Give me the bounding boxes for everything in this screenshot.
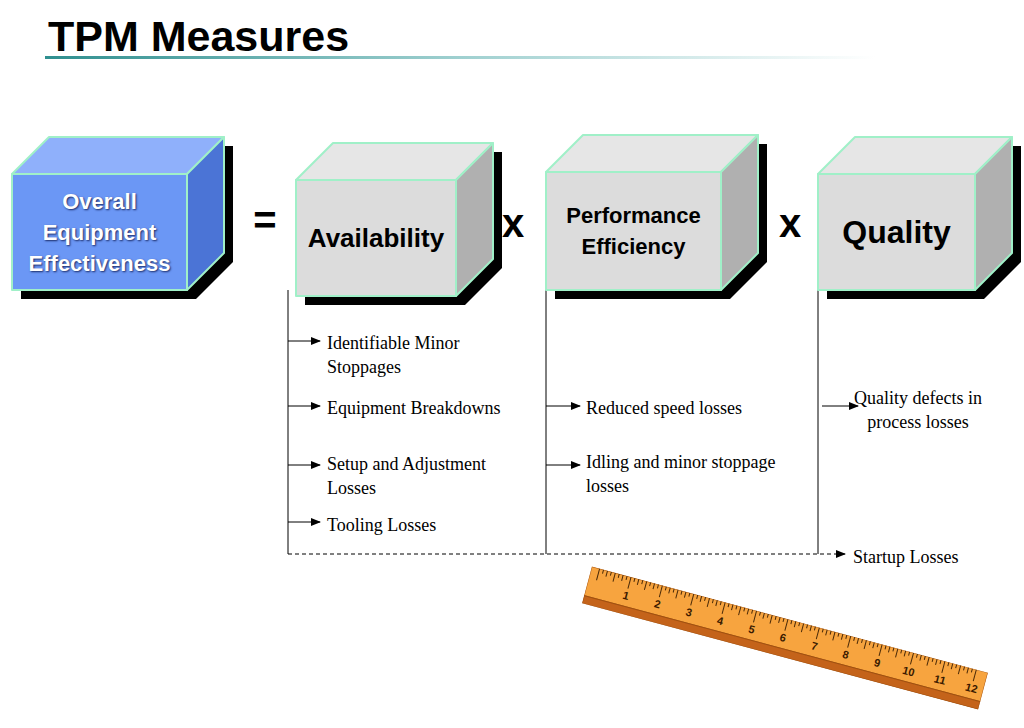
cube-box: Performance Efficiency bbox=[546, 135, 758, 290]
cube-side bbox=[721, 135, 758, 290]
operator-sign: x bbox=[498, 201, 528, 246]
cube-front bbox=[12, 174, 187, 290]
loss-label: Quality defects in process losses bbox=[838, 386, 998, 434]
cube-side bbox=[187, 137, 224, 290]
pointer-arrow bbox=[546, 406, 580, 407]
cube-face: Quality bbox=[818, 174, 975, 290]
loss-label: Setup and Adjustment Losses bbox=[327, 452, 517, 500]
dashed-arrow bbox=[288, 554, 845, 555]
cube-label: Availability bbox=[308, 223, 444, 253]
pointer-arrow bbox=[288, 465, 320, 466]
cube-label: Quality bbox=[842, 214, 950, 250]
pointer-arrow bbox=[822, 406, 858, 407]
loss-label: Identifiable Minor Stoppages bbox=[327, 331, 485, 379]
loss-label: Tooling Losses bbox=[327, 513, 527, 537]
loss-label: Equipment Breakdowns bbox=[327, 396, 547, 420]
operator-sign: = bbox=[250, 198, 280, 243]
pointer-arrow bbox=[288, 341, 320, 342]
cube-front bbox=[818, 174, 975, 290]
cube-box: Overall Equipment Effectiveness bbox=[12, 137, 224, 290]
operator-sign: x bbox=[775, 201, 805, 246]
cube-front bbox=[546, 172, 721, 290]
pointer-arrow bbox=[288, 406, 320, 407]
pointer-arrow bbox=[288, 522, 320, 523]
cube-box: Quality bbox=[818, 137, 1012, 290]
cube-front bbox=[296, 180, 456, 296]
cube-label: Performance Efficiency bbox=[554, 200, 713, 262]
ruler: 123456789101112 bbox=[582, 567, 988, 710]
leader-line bbox=[288, 290, 289, 554]
pointer-arrow bbox=[546, 465, 580, 466]
loss-label: Startup Losses bbox=[853, 545, 1013, 569]
loss-label: Reduced speed losses bbox=[586, 396, 806, 420]
loss-label: Idling and minor stoppage losses bbox=[586, 450, 811, 498]
leader-line bbox=[818, 290, 819, 554]
page-title: TPM Measures bbox=[48, 12, 349, 61]
cube-shape bbox=[818, 137, 1012, 290]
cube-box: Availability bbox=[296, 143, 493, 296]
leader-line bbox=[546, 290, 547, 554]
cube-side bbox=[975, 137, 1012, 290]
cube-face: Overall Equipment Effectiveness bbox=[12, 174, 187, 290]
cube-shape bbox=[296, 143, 493, 296]
cube-face: Performance Efficiency bbox=[546, 172, 721, 290]
cube-face: Availability bbox=[296, 180, 456, 296]
cube-side bbox=[456, 143, 493, 296]
cube-label: Overall Equipment Effectiveness bbox=[18, 186, 181, 279]
